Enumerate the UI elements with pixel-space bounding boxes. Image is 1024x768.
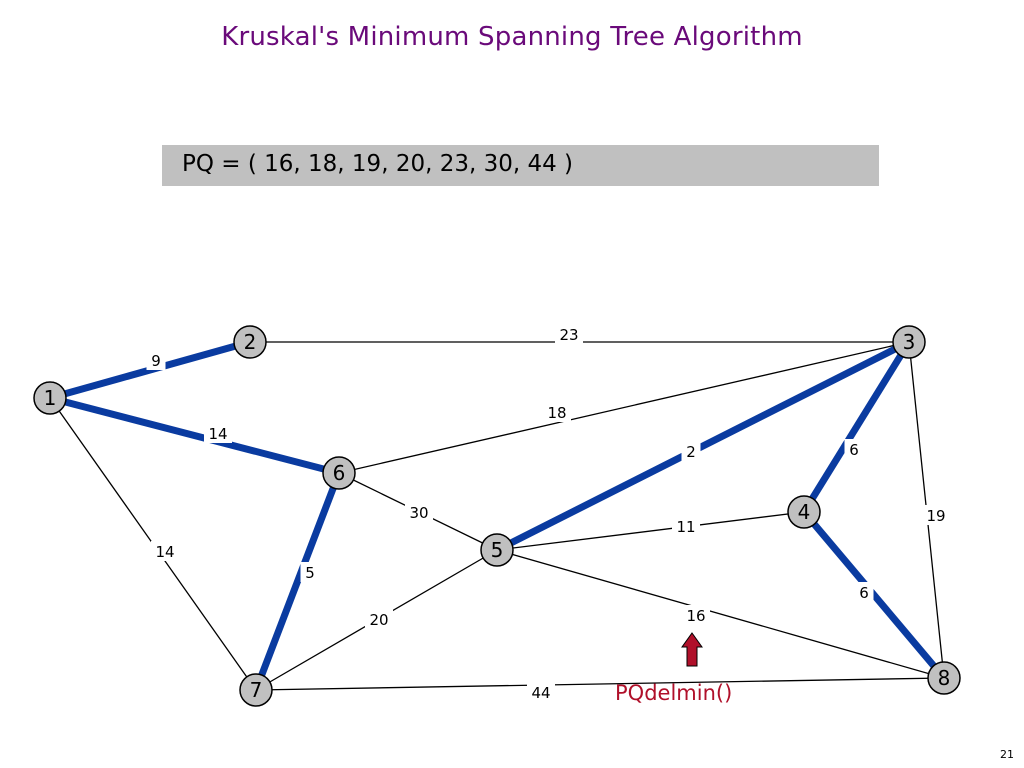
node-label: 7 <box>250 678 263 702</box>
node-1: 1 <box>33 381 67 415</box>
edge-weight-label: 23 <box>559 326 578 344</box>
edge-weight-label: 6 <box>849 441 859 459</box>
page-number: 21 <box>1000 748 1014 761</box>
edge-weight-label: 16 <box>686 607 705 625</box>
edge-weight-label: 44 <box>531 684 550 702</box>
edge-6-3 <box>338 341 910 474</box>
node-circle <box>480 533 514 567</box>
node-5: 5 <box>480 533 514 567</box>
edge-weight-bg <box>300 562 320 582</box>
node-label: 6 <box>333 461 346 485</box>
edge-4-8-mst <box>801 509 947 681</box>
edge-weight-bg <box>922 505 950 525</box>
node-circle <box>322 456 356 490</box>
priority-queue-text: PQ = ( 16, 18, 19, 20, 23, 30, 44 ) <box>182 151 574 177</box>
edge-weight-label: 14 <box>208 425 227 443</box>
node-circle <box>892 325 926 359</box>
node-circle <box>787 495 821 529</box>
up-arrow-icon <box>681 632 703 667</box>
node-label: 8 <box>938 666 951 690</box>
edge-3-4-mst <box>801 340 912 514</box>
edge-weight-bg <box>151 541 179 561</box>
node-7: 7 <box>239 673 273 707</box>
operation-label: PQdelmin() <box>615 681 733 705</box>
node-label: 2 <box>244 330 257 354</box>
mst-edges <box>49 338 947 692</box>
node-2: 2 <box>233 325 267 359</box>
slide-title: Kruskal's Minimum Spanning Tree Algorith… <box>221 22 803 52</box>
node-circle <box>33 381 67 415</box>
node-circle <box>239 673 273 707</box>
node-circle <box>233 325 267 359</box>
edge-weight-bg <box>682 605 710 625</box>
edge-weight-label: 9 <box>151 352 161 370</box>
edge-weight-label: 11 <box>676 518 695 536</box>
node-3: 3 <box>892 325 926 359</box>
edge-weight-bg <box>854 582 874 602</box>
edge-5-3-mst <box>495 338 911 554</box>
edge-weight-label: 2 <box>686 443 696 461</box>
node-label: 4 <box>798 500 811 524</box>
node-6: 6 <box>322 456 356 490</box>
edge-5-4 <box>496 511 805 551</box>
node-label: 1 <box>44 386 57 410</box>
edge-6-7-mst <box>252 471 343 692</box>
edge-weight-bg <box>681 441 701 461</box>
edge-weight-label: 18 <box>547 404 566 422</box>
edge-weight-bg <box>527 682 555 702</box>
edge-weight-bg <box>555 324 583 344</box>
edge-weight-label: 5 <box>305 564 315 582</box>
node-4: 4 <box>787 495 821 529</box>
edge-weight-label: 6 <box>859 584 869 602</box>
edge-weight-bg <box>204 423 232 443</box>
edge-weight-bg <box>844 439 864 459</box>
edge-7-8 <box>255 677 945 691</box>
node-8: 8 <box>927 661 961 695</box>
edge-weight-label: 30 <box>409 504 428 522</box>
priority-queue-box: PQ = ( 16, 18, 19, 20, 23, 30, 44 ) <box>162 145 879 186</box>
node-label: 3 <box>903 330 916 354</box>
edge-weight-bg <box>405 502 433 522</box>
edge-weight-label: 19 <box>926 507 945 525</box>
edge-weight-label: 20 <box>369 611 388 629</box>
edge-weight-bg <box>672 516 700 536</box>
edge-weight-bg <box>365 609 393 629</box>
node-label: 5 <box>491 538 504 562</box>
edge-weight-bg <box>543 402 571 422</box>
edge-5-8 <box>496 549 945 679</box>
edge-weight-bg <box>146 350 166 370</box>
edge-weight-label: 14 <box>155 543 174 561</box>
node-circle <box>927 661 961 695</box>
edge-1-6-mst <box>49 394 340 477</box>
